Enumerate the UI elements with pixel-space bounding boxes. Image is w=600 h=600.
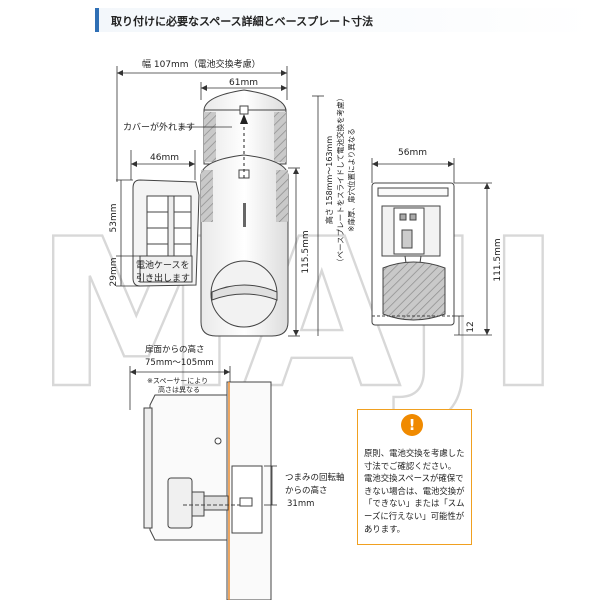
plate-height-label: 111.5mm (493, 238, 503, 281)
spacer-note-2: 高さは異なる (158, 385, 200, 394)
battery-note-2: 引き出します (136, 272, 190, 284)
header-accent-bar (95, 8, 99, 32)
top-width-label: 61mm (229, 78, 258, 88)
plate-width-label: 56mm (398, 148, 427, 158)
h29-label: 29mm (109, 258, 119, 287)
header-band (95, 8, 595, 32)
header-title: 取り付けに必要なスペース詳細とベースプレート寸法 (111, 14, 373, 28)
spacer-note-1: ※スペーサーにより (147, 377, 208, 385)
cover-note: カバーが外れます (123, 121, 195, 133)
axis-value-label: 31mm (287, 499, 314, 509)
dimension-lines (116, 66, 492, 506)
dimension-arrows (117, 70, 490, 375)
depth-range-label: 75mm～105mm (145, 358, 214, 368)
notice-text: 原則、電池交換を考慮した 寸法でご確認ください。 電池交換スペースが確保で きな… (364, 448, 465, 534)
installed-side-view (143, 381, 272, 600)
watermark: MAJI (34, 196, 565, 434)
plate-bottom-label: 12 (466, 321, 476, 332)
side-width-label: 46mm (150, 153, 179, 163)
lock-side-view (132, 179, 200, 287)
h53-label: 53mm (109, 204, 119, 233)
depth-title-label: 扉面からの高さ (145, 344, 205, 355)
lock-front-view (200, 89, 289, 337)
cover-arrow-head (240, 114, 248, 124)
battery-note-1: 電池ケースを (136, 259, 190, 271)
vertical-sub2-label: ※扉厚、扉穴位置により異なる (346, 128, 356, 232)
vertical-sub1-label: （ベースプレートをスライドして電池交換を考慮） (335, 94, 345, 266)
h115-label: 115.5mm (301, 230, 311, 273)
axis-note-1: つまみの回転軸 (285, 472, 345, 483)
base-plate (371, 182, 455, 326)
axis-note-2: からの高さ (285, 485, 328, 496)
vertical-main-label: 高さ 158mm～163mm (324, 136, 334, 224)
exclamation-icon: ! (401, 414, 423, 436)
width-total-label: 幅 107mm（電池交換考慮） (142, 58, 261, 70)
